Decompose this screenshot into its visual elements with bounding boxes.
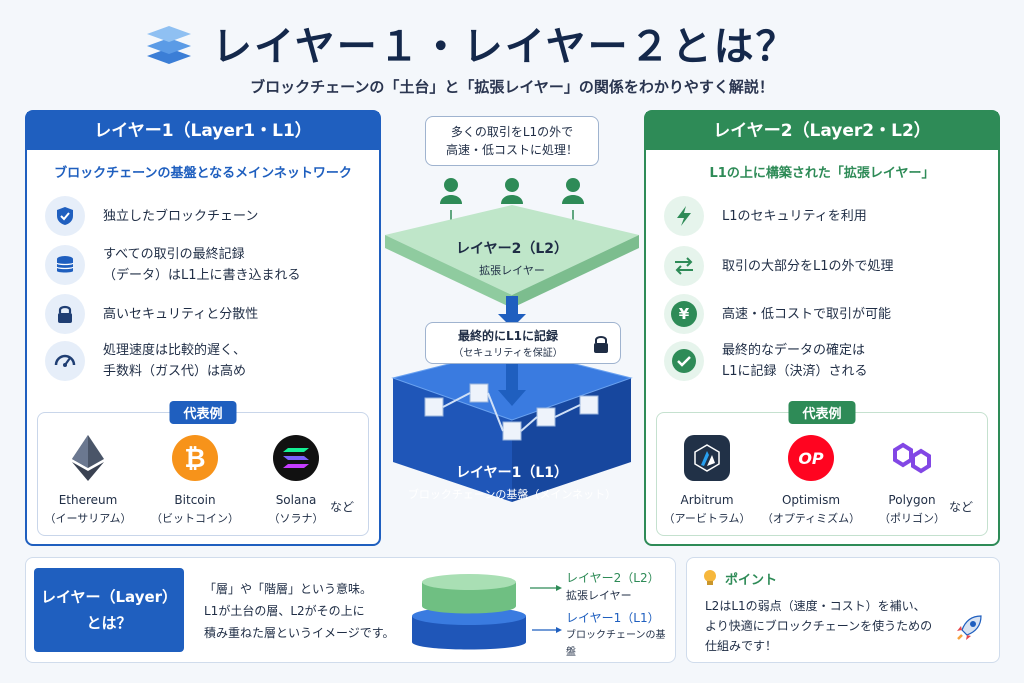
header: レイヤー１・レイヤー２とは？ ブロックチェーンの「土台」と「拡張レイヤー」の関係… [0, 0, 1024, 100]
example-item: OP Optimism （オプティミズム） [761, 435, 861, 526]
shield-icon [45, 196, 85, 236]
optimism-icon: OP [788, 435, 834, 481]
layer1-feature: すべての取引の最終記録 （データ）はL1上に書き込まれる [45, 244, 301, 286]
layer1-feature: 高いセキュリティと分散性 [45, 294, 258, 334]
example-item: Ethereum （イーサリアム） [38, 435, 138, 526]
layer-stack-graphic [385, 178, 639, 502]
lightbulb-icon [704, 570, 716, 585]
examples-label: 代表例 [788, 401, 856, 424]
mini-layer-stack-graphic [412, 574, 562, 650]
point-text: L2はL1の弱点（速度・コスト）を補い、 より快適にブロックチェーンを使うための… [705, 599, 933, 653]
layer2-feature: ¥ 高速・低コストで取引が可能 [664, 294, 891, 334]
layer1-feature: 独立したブロックチェーン [45, 196, 258, 236]
etc-label: など [329, 500, 354, 514]
layer1-heading: レイヤー1（Layer1・L1） [27, 112, 379, 150]
layer2-heading: レイヤー2（Layer2・L2） [646, 112, 998, 150]
example-item: ₿ Bitcoin （ビットコイン） [145, 435, 245, 526]
layer1-panel: レイヤー1（Layer1・L1） ブロックチェーンの基盤となるメインネットワーク… [25, 110, 381, 546]
page-title: レイヤー１・レイヤー２とは？ [212, 24, 798, 70]
database-icon [45, 245, 85, 285]
point-title: ポイント [701, 568, 777, 588]
layer-definition-box: レイヤー（Layer） とは？ [34, 568, 184, 652]
rocket-icon [957, 615, 982, 640]
l1-sub: ブロックチェーンの基盤（メインネット） [407, 488, 617, 501]
layer2-feature: 最終的なデータの確定は L1に記録（決済）される [664, 340, 868, 382]
layer2-panel: レイヤー2（Layer2・L2） L1の上に構築された「拡張レイヤー」 L1のセ… [644, 110, 1000, 546]
l1-label: レイヤー1（L1） [456, 465, 568, 481]
example-item: Polygon （ポリゴン） [862, 435, 962, 526]
layer1-subheading: ブロックチェーンの基盤となるメインネットワーク [54, 166, 352, 181]
layer2-subheading: L1の上に構築された「拡張レイヤー」 [709, 166, 935, 181]
layer2-examples: 代表例 Arbitrum （アービトラム） OP Optimism （オプティミ… [656, 401, 988, 536]
mini-l2-label: レイヤー2（L2） 拡張レイヤー [566, 571, 660, 602]
solana-icon [273, 435, 319, 481]
layer1-examples: 代表例 Ethereum （イーサリアム） ₿ Bitcoin （ビットコイン）… [37, 401, 369, 536]
layer-description: 「層」や「階層」という意味。 L1が土台の層、L2がその上に 積み重ねた層という… [204, 582, 395, 640]
arbitrum-icon [684, 435, 730, 481]
offchain-bubble: 多くの取引をL1の外で 高速・低コストに処理！ [425, 116, 599, 166]
speedometer-icon [45, 341, 85, 381]
example-item: Solana （ソラナ） [246, 435, 346, 526]
layer1-feature: 処理速度は比較的遅く、 手数料（ガス代）は高め [45, 340, 246, 382]
etc-label: など [948, 500, 973, 514]
point-box: ポイント L2はL1の弱点（速度・コスト）を補い、 より快適にブロックチェーンを… [686, 557, 1000, 663]
lock-icon [45, 294, 85, 334]
check-icon [664, 341, 704, 381]
layer2-feature: L1のセキュリティを利用 [664, 196, 867, 236]
yen-icon: ¥ [664, 294, 704, 334]
page-subtitle: ブロックチェーンの「土台」と「拡張レイヤー」の関係をわかりやすく解説！ [250, 78, 774, 96]
lightning-icon [664, 196, 704, 236]
layer2-feature: 取引の大部分をL1の外で処理 [664, 246, 894, 286]
record-bubble: 最終的にL1に記録 （セキュリティを保証） [425, 322, 621, 364]
ethereum-icon [65, 435, 111, 481]
examples-label: 代表例 [169, 401, 237, 424]
bitcoin-icon: ₿ [172, 435, 218, 481]
layers-logo-icon [147, 26, 191, 64]
layer-explanation: レイヤー（Layer） とは？ 「層」や「階層」という意味。 L1が土台の層、L… [25, 557, 676, 663]
lock-icon [594, 336, 608, 353]
l2-sub: 拡張レイヤー [479, 264, 545, 277]
layer-diagram: 多くの取引をL1の外で 高速・低コストに処理！ [385, 110, 639, 546]
polygon-icon [889, 435, 935, 481]
swap-arrows-icon [664, 246, 704, 286]
l2-label: レイヤー2（L2） [456, 241, 568, 257]
mini-l1-label: レイヤー1（L1） ブロックチェーンの基盤 [566, 611, 666, 658]
user-icons [440, 178, 584, 204]
example-item: Arbitrum （アービトラム） [657, 435, 757, 526]
